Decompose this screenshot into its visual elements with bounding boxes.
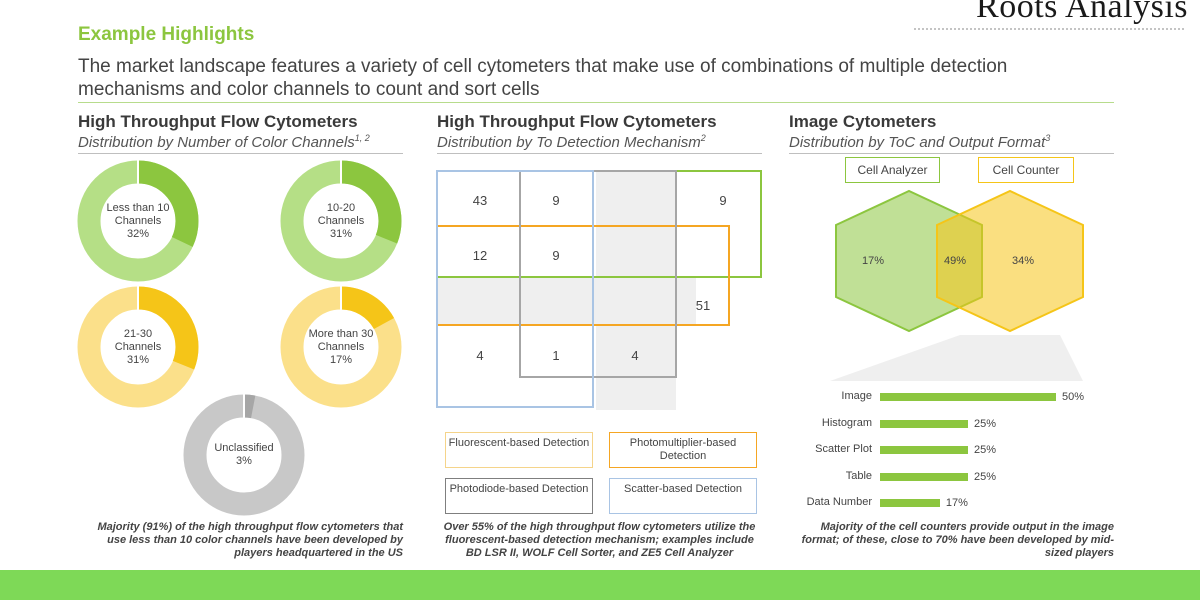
cell-analyzer-tag: Cell Analyzer — [845, 157, 940, 183]
venn-value: 51 — [695, 298, 711, 313]
legend-fluorescent: Fluorescent-based Detection — [445, 432, 593, 468]
venn-overlap-value: 49% — [944, 255, 967, 267]
brand-tagline-strip — [914, 28, 1184, 36]
right-section-title: Image Cytometers — [789, 112, 937, 131]
venn-shade-2 — [436, 278, 696, 326]
middle-section-title: High Throughput Flow Cytometers — [437, 112, 717, 131]
middle-subtitle-underline — [437, 153, 762, 154]
donut-charts — [77, 160, 402, 516]
donut-percent: 31% — [329, 227, 353, 240]
donut-category: Unclassified — [214, 442, 274, 454]
bar-value-label: 25% — [974, 444, 997, 456]
right-subtitle-underline — [789, 153, 1114, 154]
venn-value: 4 — [631, 348, 639, 363]
cell-counter-tag: Cell Counter — [978, 157, 1074, 183]
venn-left-value: 17% — [862, 255, 885, 267]
bar-category-label: Table — [845, 469, 872, 482]
left-section-title: High Throughput Flow Cytometers — [78, 112, 358, 131]
donut-percent: 32% — [126, 227, 150, 240]
lead-text: The market landscape features a variety … — [78, 56, 1008, 100]
venn-value: 4 — [476, 348, 484, 363]
scatter-set — [436, 170, 594, 408]
bar-value-label: 50% — [1062, 391, 1085, 403]
photodiode-set — [519, 170, 677, 378]
bar-category-label: Histogram — [821, 416, 872, 429]
legend-photomultiplier: Photomultiplier-based Detection — [609, 432, 757, 468]
toc-venn — [830, 189, 1084, 381]
bar-category-label: Data Number — [806, 496, 872, 508]
donut-percent: 31% — [126, 353, 150, 366]
donut-category: More than 30 Channels — [308, 327, 374, 353]
zoom-wedge — [830, 335, 1083, 381]
middle-note: Over 55% of the high throughput flow cyt… — [443, 521, 756, 559]
left-subtitle-underline — [78, 153, 403, 154]
venn-value: 9 — [552, 193, 560, 208]
venn-right-value: 34% — [1012, 255, 1035, 267]
venn-value: 9 — [719, 193, 727, 208]
donut-category: 21-30 Channels — [114, 327, 162, 353]
left-section-subtitle: Distribution by Number of Color Channels… — [78, 133, 370, 151]
donut-percent: 3% — [236, 455, 252, 467]
bar-category-label: Image — [841, 390, 872, 402]
legend-photodiode: Photodiode-based Detection — [445, 478, 593, 514]
right-note: Majority of the cell counters provide ou… — [801, 521, 1114, 559]
bar — [880, 393, 1056, 401]
bar-category-label: Scatter Plot — [815, 443, 872, 455]
venn-value: 43 — [472, 193, 488, 208]
bar-value-label: 17% — [945, 497, 968, 509]
bar-value-label: 25% — [974, 417, 997, 430]
donut-percent: 17% — [329, 353, 353, 366]
venn-value: 9 — [552, 248, 560, 263]
right-section-subtitle: Distribution by ToC and Output Format3 — [789, 133, 1051, 151]
left-note: Majority (91%) of the high throughput fl… — [97, 521, 403, 559]
middle-section-subtitle: Distribution by To Detection Mechanism2 — [437, 133, 706, 151]
bar — [880, 446, 968, 454]
bar — [880, 499, 940, 507]
cell-counter-hexagon — [936, 189, 1084, 333]
bar — [880, 472, 968, 481]
footer-bar — [0, 570, 1200, 600]
donut-category: Less than 10 Channels — [106, 201, 170, 227]
donut-category: 10-20 Channels — [317, 201, 365, 227]
venn-value: 1 — [552, 348, 560, 363]
venn-value: 12 — [472, 248, 488, 263]
legend-scatter: Scatter-based Detection — [609, 478, 757, 514]
bar-value-label: 25% — [974, 470, 997, 483]
bar — [880, 419, 968, 428]
header-divider — [78, 102, 1114, 103]
brand-logo: Roots Analysis — [976, 0, 1188, 25]
page-title: Example Highlights — [78, 24, 255, 45]
